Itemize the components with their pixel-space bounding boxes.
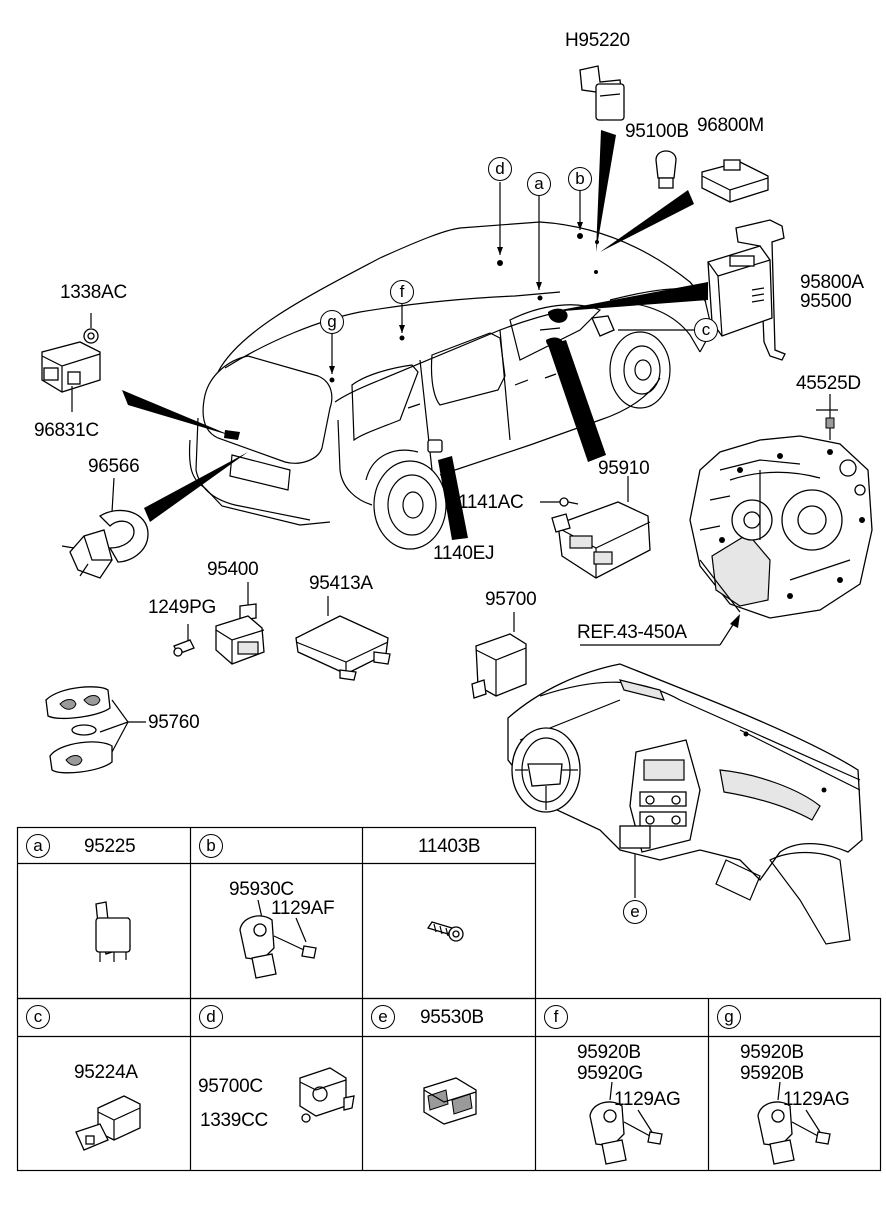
label-ref-43-450a: REF.43-450A [577, 622, 687, 643]
relay-h95220-drawing [579, 65, 625, 121]
table-letter-e: e [371, 1005, 395, 1029]
sensor-45525d-drawing [816, 394, 838, 440]
label-95413a: 95413A [309, 573, 373, 594]
label-95500: 95500 [800, 291, 852, 312]
callout-a: a [527, 172, 551, 196]
table-part-95530b: 95530B [420, 1007, 484, 1028]
relay-95224a-drawing [75, 1095, 141, 1151]
dashboard-drawing [507, 663, 863, 945]
table-label-95920b-g1: 95920B [740, 1042, 804, 1063]
callout-d: d [488, 157, 512, 181]
label-95100b: 95100B [625, 121, 689, 142]
vehicle-illustration [188, 221, 713, 550]
table-letter-a: a [26, 834, 50, 858]
table-letter-b: b [199, 834, 223, 858]
table-label-1129ag-f: 1129AG [614, 1089, 681, 1110]
label-h95220: H95220 [565, 30, 630, 51]
label-96831c: 96831C [34, 420, 99, 441]
label-96800m: 96800M [697, 115, 764, 136]
table-label-95920g: 95920G [577, 1063, 643, 1084]
table-label-1339cc: 1339CC [200, 1110, 268, 1131]
nut-1338ac-drawing [83, 313, 99, 344]
table-letter-f: f [544, 1005, 568, 1029]
keyfob-95760-drawing [45, 686, 146, 774]
module-95700-drawing [471, 612, 527, 699]
control-unit-95800a-drawing [707, 219, 786, 361]
table-letter-c: c [26, 1005, 50, 1029]
label-95760: 95760 [148, 712, 200, 733]
label-95800a: 95800A [800, 272, 864, 293]
table-label-1129ag-g: 1129AG [783, 1089, 850, 1110]
sensor-95930c-drawing [239, 899, 317, 979]
callout-leaders [329, 182, 695, 898]
box-96831c-drawing [41, 341, 101, 412]
ref-leader [580, 614, 740, 646]
sensor-95920b-g-drawing [757, 1081, 831, 1165]
transmission-drawing [689, 435, 873, 619]
callout-g: g [320, 310, 344, 334]
relay-95400-drawing [173, 582, 265, 665]
callout-f: f [390, 280, 414, 304]
table-label-95700c: 95700C [198, 1076, 263, 1097]
label-95910: 95910 [598, 458, 650, 479]
label-1140ej: 1140EJ [433, 543, 495, 564]
table-letter-g: g [717, 1005, 741, 1029]
label-1141ac: 1141AC [458, 492, 524, 513]
module-96800m-drawing [701, 159, 769, 203]
module-95413a-drawing [295, 596, 391, 681]
table-letter-d: d [199, 1005, 223, 1029]
label-45525d: 45525D [796, 373, 861, 394]
table-part-95225: 95225 [84, 836, 136, 857]
table-label-95920b-f: 95920B [577, 1042, 641, 1063]
table-label-95920b-g2: 95920B [740, 1063, 804, 1084]
sensor-96566-drawing [61, 477, 149, 579]
callout-e: e [623, 900, 647, 924]
switch-95530b-drawing [423, 1077, 477, 1125]
airbag-module-95910-drawing [540, 476, 651, 579]
label-96566: 96566 [88, 456, 140, 477]
parts-table-grid [16, 826, 882, 1172]
table-part-11403b: 11403B [418, 836, 481, 857]
callout-c: c [694, 318, 718, 342]
label-95400: 95400 [207, 559, 259, 580]
sensor-95920b-f-drawing [589, 1081, 663, 1165]
table-label-1129af: 1129AF [271, 898, 335, 919]
label-1249pg: 1249PG [148, 597, 216, 618]
screw-11403b-drawing [426, 921, 464, 942]
relay-95225-drawing [95, 901, 131, 962]
wedge-leaders [122, 130, 708, 540]
connector-95700c-drawing [299, 1067, 355, 1123]
bulb-95100b-drawing [655, 150, 677, 189]
table-label-95224a: 95224A [74, 1062, 138, 1083]
table-label-95930c: 95930C [229, 879, 294, 900]
label-1338ac: 1338AC [60, 282, 127, 303]
label-95700: 95700 [485, 589, 537, 610]
callout-b: b [568, 167, 592, 191]
